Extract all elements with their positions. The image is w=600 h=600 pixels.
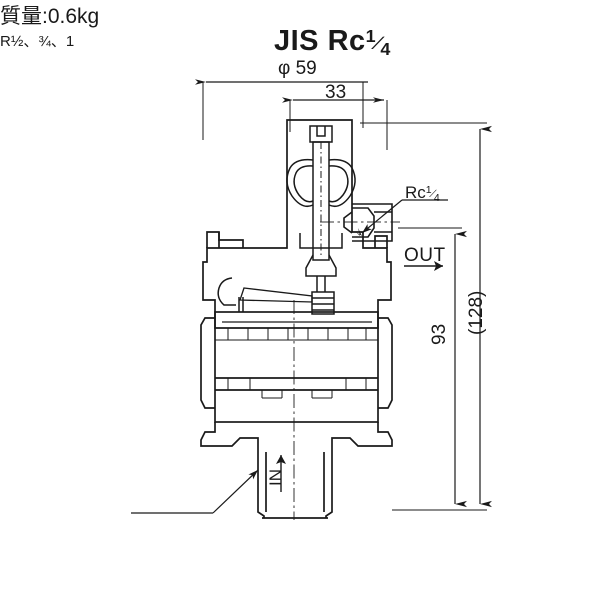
page-title: JIS Rc1⁄4	[274, 24, 391, 60]
lower-shoulder-right	[331, 422, 393, 447]
title-thread: Rc	[327, 25, 366, 57]
callout-inlet-port: IN	[266, 469, 285, 486]
body-chamber	[214, 311, 379, 423]
stem-seat-taper	[305, 254, 337, 277]
dimension-label-diameter: φ 59	[278, 58, 317, 79]
dimension-label-33: 33	[325, 82, 347, 103]
upper-housing-body-right	[351, 130, 392, 312]
outlet-plug-body	[352, 207, 375, 238]
wing-left-inner	[293, 165, 314, 203]
leader-inlet-thread	[131, 469, 259, 514]
chamber-rim-top	[214, 312, 379, 329]
dimension-33	[282, 97, 388, 150]
dimension-lines	[131, 79, 492, 514]
bonnet-flange-right	[374, 235, 388, 248]
valve-body-outline	[200, 119, 393, 519]
inlet-neck-right	[325, 446, 333, 518]
chamber-right-ear	[378, 317, 393, 409]
out-arrow-underline	[404, 261, 443, 271]
hatch-bands	[215, 328, 378, 399]
stem-cap-notch	[316, 126, 326, 137]
valve-internal-mechanism	[217, 125, 372, 323]
dimension-label-128: (128)	[466, 290, 487, 335]
dimension-label-93: 93	[429, 323, 450, 345]
dimension-128	[360, 122, 492, 511]
title-fraction: 1⁄4	[365, 25, 391, 59]
valve-plug	[311, 291, 335, 315]
wing-right	[328, 158, 356, 208]
inlet-neck-left	[257, 446, 265, 518]
outlet-plug-tip	[343, 211, 353, 234]
valve-pin-upper	[316, 276, 326, 292]
float-lever-link	[238, 297, 244, 312]
chamber-left-ear	[200, 317, 215, 409]
title-standard: JIS	[274, 25, 320, 57]
dimension-93	[398, 227, 467, 508]
bonnet-flange-left-step	[218, 232, 244, 248]
upper-housing-body	[202, 130, 288, 312]
lower-shoulder	[200, 422, 259, 447]
callout-outlet-fraction-numerator: 1	[425, 184, 432, 197]
outlet-seat-arrowhead	[356, 228, 362, 236]
centerlines	[293, 221, 400, 520]
callout-inlet-thread: R½、¾、1	[0, 33, 75, 50]
callout-outlet-fraction: 1⁄4	[425, 184, 440, 204]
float-lever-arm	[239, 287, 313, 303]
bonnet-flange-left	[206, 231, 220, 248]
callout-outlet-fraction-denominator: 4	[433, 191, 440, 204]
wing-right-inner	[328, 165, 349, 203]
title-fraction-numerator: 1	[365, 25, 377, 46]
upper-cap-outer	[286, 119, 353, 130]
callout-mass: 質量:0.6kg	[0, 5, 100, 28]
wing-left	[286, 158, 314, 208]
callout-outlet-thread-label: Rc	[405, 183, 426, 202]
dimension-phi59	[195, 79, 368, 140]
float-lever-pivot	[217, 277, 236, 306]
stem-guide-block	[299, 233, 343, 249]
title-fraction-denominator: 4	[380, 38, 391, 59]
callout-outlet-thread: Rc1⁄4	[405, 183, 440, 204]
callout-outlet-port: OUT	[404, 245, 446, 266]
stem-cap	[309, 125, 333, 143]
in-arrow-underline	[276, 455, 286, 492]
leader-rc-thread	[361, 199, 448, 234]
outlet-port-detail	[343, 203, 393, 242]
outlet-bore	[352, 203, 393, 242]
